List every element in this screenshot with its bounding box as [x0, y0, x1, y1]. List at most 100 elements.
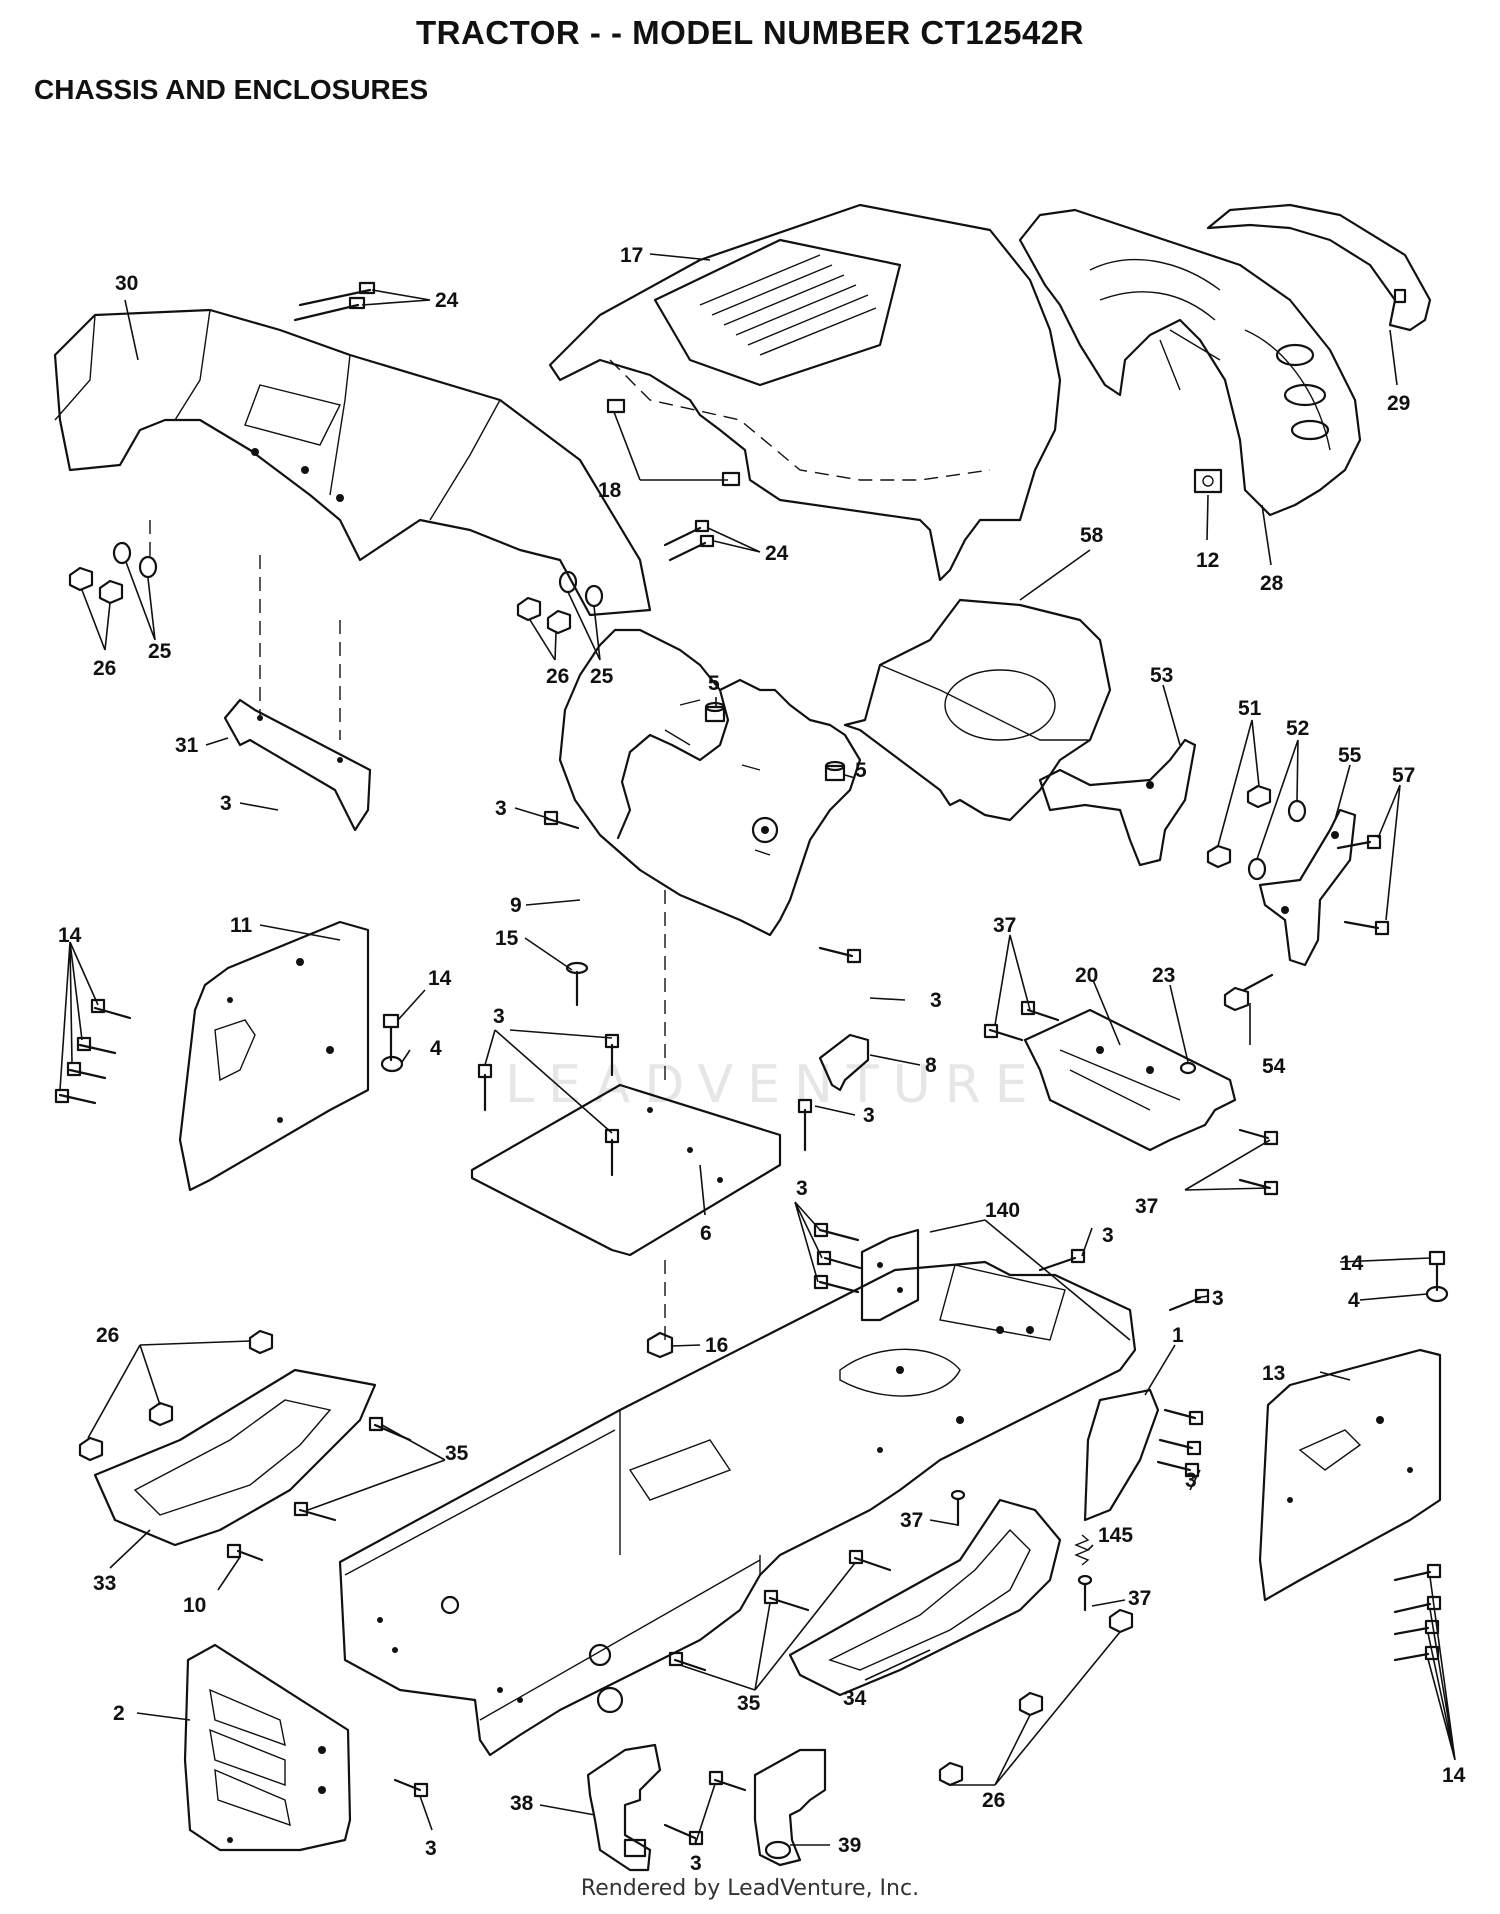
callout-3: 3	[220, 792, 232, 815]
part-14-bolts-left	[54, 998, 132, 1105]
callout-5: 5	[708, 672, 720, 695]
part-57-bolts	[1336, 834, 1390, 936]
callout-24: 24	[435, 289, 459, 312]
callout-2: 2	[113, 1702, 125, 1725]
part-28-grille	[1018, 208, 1362, 517]
footer-credit: Rendered by LeadVenture, Inc.	[580, 1876, 920, 1901]
part-3-screws-plate	[477, 1033, 813, 1177]
callout-5: 5	[855, 759, 867, 782]
part-14-4-hardware-center	[380, 1013, 404, 1073]
callout-26: 26	[96, 1324, 119, 1347]
callout-52: 52	[1286, 717, 1309, 740]
callout-16: 16	[705, 1334, 728, 1357]
part-24-bolts-lower	[663, 519, 715, 562]
callout-33: 33	[93, 1572, 116, 1595]
part-140-brace	[860, 1228, 920, 1322]
callout-34: 34	[843, 1687, 867, 1710]
part-58-baffle	[843, 598, 1112, 822]
part-9-dash	[558, 628, 862, 937]
part-8-clamp	[818, 1033, 870, 1092]
callout-37: 37	[1135, 1195, 1158, 1218]
callout-4: 4	[1348, 1289, 1360, 1312]
part-38-bracket	[586, 1743, 662, 1872]
callout-14: 14	[58, 924, 82, 947]
callout-3: 3	[863, 1104, 875, 1127]
callout-10: 10	[183, 1594, 206, 1617]
part-3-screws-chassis-top	[813, 1222, 1210, 1312]
part-55-plate	[1258, 808, 1357, 967]
part-14-4-hardware-right	[1425, 1250, 1449, 1303]
callout-3: 3	[1185, 1469, 1197, 1492]
part-145-spring	[1074, 1534, 1090, 1566]
callout-3: 3	[796, 1177, 808, 1200]
callout-31: 31	[175, 734, 199, 757]
part-39-bracket	[753, 1748, 827, 1867]
callout-35: 35	[737, 1692, 761, 1715]
callout-12: 12	[1196, 549, 1219, 572]
callout-140: 140	[985, 1199, 1020, 1222]
callout-26: 26	[546, 665, 569, 688]
callout-8: 8	[925, 1054, 937, 1077]
part-23-nut	[1179, 1061, 1197, 1075]
leader-lines	[59, 253, 1456, 1846]
callout-6: 6	[700, 1222, 712, 1245]
callout-17: 17	[620, 244, 643, 267]
callout-37: 37	[1128, 1587, 1151, 1610]
callout-23: 23	[1152, 964, 1175, 987]
callout-14: 14	[1340, 1252, 1364, 1275]
callout-25: 25	[590, 665, 614, 688]
part-25-26-hardware-left	[68, 541, 158, 605]
part-1-side-plate	[1083, 1388, 1160, 1522]
part-35-screws-lower	[668, 1549, 892, 1672]
callout-145: 145	[1098, 1524, 1133, 1547]
callout-4: 4	[430, 1037, 442, 1060]
callout-39: 39	[838, 1834, 861, 1857]
part-1-chassis	[338, 1260, 1137, 1757]
callout-9: 9	[510, 894, 522, 917]
part-13-side-panel	[1258, 1348, 1442, 1602]
callout-55: 55	[1338, 744, 1362, 767]
part-16-nut	[646, 1331, 674, 1359]
callout-30: 30	[115, 272, 138, 295]
section-title: CHASSIS AND ENCLOSURES	[34, 74, 429, 105]
callout-24: 24	[765, 542, 789, 565]
callout-3: 3	[493, 1005, 505, 1028]
part-3-screws-dash	[543, 810, 862, 964]
callout-13: 13	[1262, 1362, 1285, 1385]
callout-3: 3	[1102, 1224, 1114, 1247]
callout-3: 3	[1212, 1287, 1224, 1310]
part-53-bracket	[1038, 738, 1197, 867]
part-51-52-hardware	[1206, 784, 1307, 881]
callout-18: 18	[598, 479, 622, 502]
callout-labels: 30 24 17 29 18 24 12 2 8 25 26 58 26 25 5…	[58, 244, 1466, 1875]
page-title: TRACTOR - - MODEL NUMBER CT12542R	[415, 14, 1084, 51]
part-12-clip	[1193, 468, 1223, 494]
callout-25: 25	[148, 640, 172, 663]
part-54-bolt	[1223, 973, 1274, 1012]
part-17-hood	[548, 203, 1062, 582]
part-15-screw	[565, 961, 589, 1007]
part-20-bracket	[1023, 1008, 1237, 1152]
callout-26: 26	[93, 657, 116, 680]
part-34-footrest	[788, 1498, 1062, 1697]
callout-15: 15	[495, 927, 519, 950]
part-11-side-panel	[178, 920, 370, 1192]
callout-14: 14	[1442, 1764, 1466, 1787]
part-14-bolts-right	[1393, 1563, 1442, 1662]
part-2-front-plate	[183, 1643, 352, 1852]
part-24-bolts-upper	[293, 281, 376, 322]
callout-53: 53	[1150, 664, 1173, 687]
callout-29: 29	[1387, 392, 1410, 415]
part-10-screw	[226, 1543, 264, 1562]
part-3-screws-brackets	[663, 1770, 747, 1846]
part-5-nuts	[704, 701, 846, 782]
callout-58: 58	[1080, 524, 1104, 547]
callout-3: 3	[425, 1837, 437, 1860]
watermark-text: LEADVENTURE	[505, 1055, 1042, 1115]
callout-11: 11	[230, 914, 253, 937]
callout-37: 37	[993, 914, 1016, 937]
part-31-bracket	[223, 698, 372, 832]
callout-38: 38	[510, 1792, 534, 1815]
part-25-26-hardware-right	[516, 570, 604, 635]
